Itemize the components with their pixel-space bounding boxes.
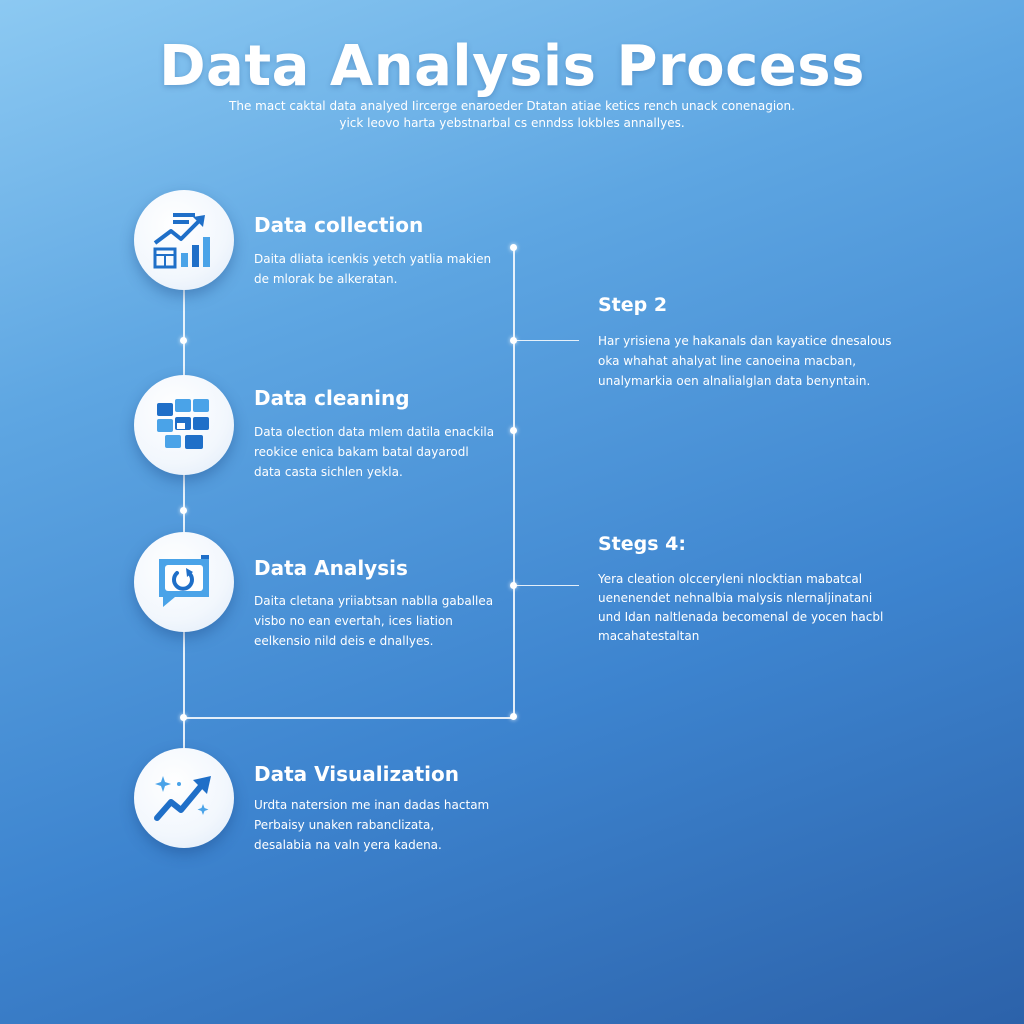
step2-branch-line xyxy=(513,340,579,341)
step-title: Data collection xyxy=(254,213,424,237)
timeline-dot xyxy=(180,507,187,514)
timeline-dot xyxy=(510,427,517,434)
step-description-line: reokice enica bakam batal dayarodl xyxy=(254,445,469,459)
subtitle-line-1: The mact caktal data analyed Iircerge en… xyxy=(229,99,795,113)
bottom-link-line xyxy=(183,717,515,719)
timeline-dot xyxy=(510,244,517,251)
step-description-line: visbo no ean evertah, ices liation xyxy=(254,614,453,628)
step-description-line: Urdta natersion me inan dadas hactam xyxy=(254,798,490,812)
step-4-description-line: macahatestaltan xyxy=(598,629,700,643)
timeline-dot xyxy=(180,337,187,344)
step-4-title: Stegs 4: xyxy=(598,533,686,555)
right-timeline-line xyxy=(513,247,515,719)
step-description-line: Data olection data mlem datila enackila xyxy=(254,425,495,439)
refresh-chat-icon xyxy=(159,555,209,607)
step-description-line: Daita dliata icenkis yetch yatlia makien xyxy=(254,252,492,266)
data-blocks-icon xyxy=(157,399,209,449)
subtitle-line-2: yick leovo harta yebstnarbal cs enndss l… xyxy=(339,116,685,130)
step-2-description-line: Har yrisiena ye hakanals dan kayatice dn… xyxy=(598,334,892,348)
step-description-line: Daita cletana yriiabtsan nablla gaballea xyxy=(254,594,494,608)
step-title: Data Analysis xyxy=(254,556,408,580)
step-description-line: eelkensio nild deis e dnallyes. xyxy=(254,634,434,648)
step-description-line: Perbaisy unaken rabanclizata, xyxy=(254,818,435,832)
step-data-analysis-badge xyxy=(134,532,234,632)
step-4-description-line: Yera cleation olcceryleni nlocktian maba… xyxy=(598,572,863,586)
step-4-description-line: uenenendet nehnalbia malysis nlernaljina… xyxy=(598,591,873,605)
step-4-description-line: und Idan naltlenada becomenal de yocen h… xyxy=(598,610,884,624)
step-title: Data Visualization xyxy=(254,762,459,786)
step-description-line: de mlorak be alkeratan. xyxy=(254,272,398,286)
step-data-cleaning-badge xyxy=(134,375,234,475)
step-2-description-line: unalymarkia oen alnalialglan data benynt… xyxy=(598,374,871,388)
step-title: Data cleaning xyxy=(254,386,410,410)
step-2-description-line: oka whahat ahalyat line canoeina macban, xyxy=(598,354,857,368)
step-data-collection-badge xyxy=(134,190,234,290)
step-description-line: data casta sichlen yekla. xyxy=(254,465,403,479)
step-2-title: Step 2 xyxy=(598,294,668,316)
analytics-dashboard-icon xyxy=(153,213,210,269)
step-data-visualization-badge xyxy=(134,748,234,848)
trend-arrow-icon xyxy=(154,776,211,821)
left-timeline-line xyxy=(183,290,185,750)
timeline-dot xyxy=(510,713,517,720)
timeline-dot xyxy=(180,714,187,721)
page-title: Data Analysis Process xyxy=(159,34,865,99)
timeline-dot xyxy=(510,582,517,589)
timeline-dot xyxy=(510,337,517,344)
step4-branch-line xyxy=(513,585,579,586)
step-description-line: desalabia na valn yera kadena. xyxy=(254,838,442,852)
